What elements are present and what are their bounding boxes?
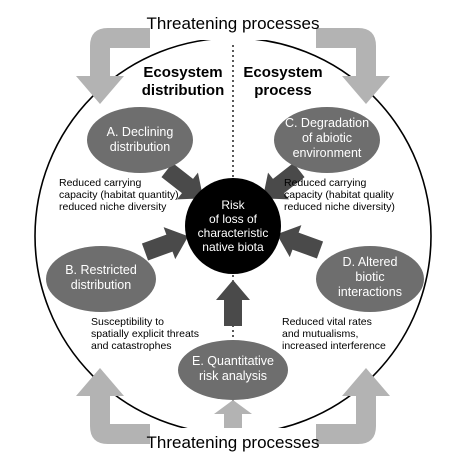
threat-label-top-bg — [150, 8, 316, 40]
note-d-line-2: and mutualisms, — [282, 328, 358, 340]
node-a-line-1: A. Declining — [107, 125, 174, 139]
note-b-line-1: Susceptibility to — [91, 316, 164, 328]
header-process-line1: Ecosystem — [243, 64, 322, 81]
header-distribution-line2: distribution — [142, 82, 225, 99]
node-a-line-2: distribution — [110, 140, 170, 154]
node-d-line-1: D. Altered — [343, 255, 398, 269]
node-b-line-2: distribution — [71, 278, 131, 292]
arrow-from-e — [216, 280, 250, 326]
header-distribution-line1: Ecosystem — [143, 64, 222, 81]
center-line-1: Risk — [221, 198, 245, 212]
note-a-line-2: capacity (habitat quantity) — [59, 189, 179, 201]
node-c-line-2: of abiotic — [302, 131, 352, 145]
center-line-4: native biota — [202, 240, 264, 254]
note-c-line-2: capacity (habitat quality — [284, 189, 394, 201]
node-d — [316, 246, 424, 312]
threat-arrow-bottom-center — [214, 400, 252, 436]
center-risk-node — [185, 178, 281, 274]
risk-arrows — [141, 162, 324, 326]
threat-label-bottom: Threatening processes — [147, 433, 320, 452]
note-d-line-3: increased interference — [282, 340, 386, 352]
node-b-line-1: B. Restricted — [65, 263, 137, 277]
node-a — [87, 107, 193, 173]
node-e-line-1: E. Quantitative — [192, 354, 274, 368]
arrow-from-d — [276, 225, 324, 259]
note-d-line-1: Reduced vital rates — [282, 316, 372, 328]
node-c-line-1: C. Degradation — [285, 116, 369, 130]
center-line-3: characteristic — [198, 226, 269, 240]
arrow-from-a — [161, 162, 204, 200]
threat-label-top: Threatening processes — [147, 14, 320, 33]
note-c-line-1: Reduced carrying — [284, 177, 366, 189]
threat-arrows — [76, 28, 390, 444]
header-process-line2: process — [254, 82, 312, 99]
node-e-line-2: risk analysis — [199, 369, 267, 383]
node-d-line-3: interactions — [338, 285, 402, 299]
note-c-line-3: reduced niche diversity) — [284, 201, 395, 213]
center-line-2: of loss of — [209, 212, 258, 226]
node-e — [178, 340, 288, 400]
threat-label-bottom-bg — [150, 428, 316, 460]
note-a-line-3: reduced niche diversity — [59, 201, 167, 213]
threat-arrow-bottom-right — [316, 368, 390, 444]
arrow-from-b — [141, 227, 189, 261]
note-b-line-2: spatially explicit threats — [91, 328, 199, 340]
node-d-line-2: biotic — [355, 270, 384, 284]
node-b — [46, 246, 156, 312]
node-c-line-3: environment — [293, 146, 362, 160]
threat-arrow-top-left — [76, 28, 150, 104]
threat-arrow-top-right — [316, 28, 390, 104]
arrow-from-c — [262, 162, 305, 200]
node-c — [274, 107, 380, 173]
note-b-line-3: and catastrophes — [91, 340, 172, 352]
threat-arrow-bottom-left — [76, 368, 150, 444]
note-a-line-1: Reduced carrying — [59, 177, 141, 189]
